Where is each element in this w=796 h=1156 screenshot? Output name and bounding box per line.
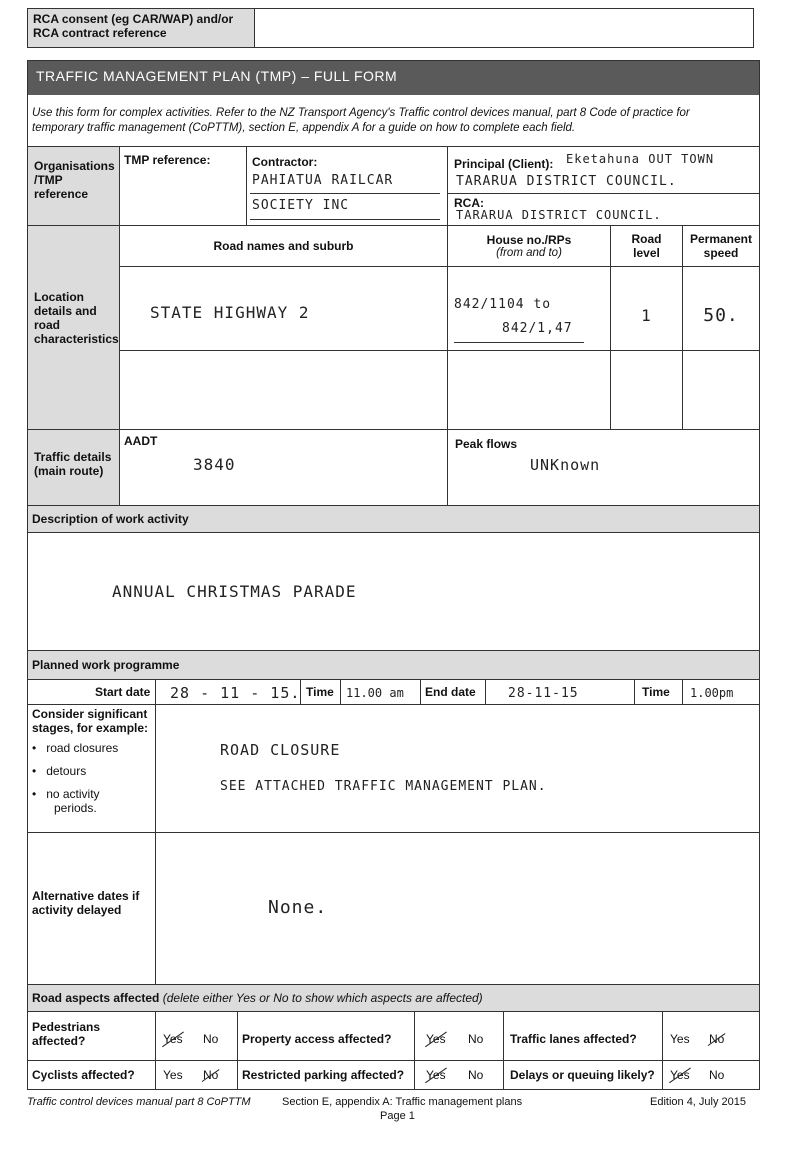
stages-value-line2[interactable]: SEE ATTACHED TRAFFIC MANAGEMENT PLAN. [220,779,547,794]
end-date-value[interactable]: 28-11-15 [508,686,579,701]
rca-consent-label-cell: RCA consent (eg CAR/WAP) and/or RCA cont… [27,8,255,48]
rca-consent-label-line1: RCA consent (eg CAR/WAP) and/or [33,12,234,26]
road-name-value[interactable]: STATE HIGHWAY 2 [150,303,310,322]
road-names-header: Road names and suburb [213,239,354,253]
location-label-cell: Location details and road characteristic… [28,226,119,429]
end-date-label: End date [425,685,476,699]
aspects-header: Road aspects affected (delete either Yes… [28,985,759,1011]
stages-label-line1: Consider significant [32,707,148,721]
pedestrians-yes[interactable]: Yes [163,1032,183,1046]
form-intro-line1: Use this form for complex activities. Re… [32,107,690,119]
contractor-value-line2[interactable]: SOCIETY INC [252,198,350,213]
description-header: Description of work activity [28,506,759,532]
tmp-form-frame [27,60,760,1090]
rp-from-value[interactable]: 842/1104 to [454,297,552,312]
permanent-speed-value[interactable]: 50. [703,304,739,326]
org-label-cell: Organisations /TMP reference [28,147,119,225]
form-intro-line2: temporary traffic management (CoPTTM), s… [32,122,576,134]
road-level-value[interactable]: 1 [641,305,652,325]
start-time-label: Time [306,685,334,699]
form-title: TRAFFIC MANAGEMENT PLAN (TMP) – FULL FOR… [36,68,398,84]
peak-flows-label: Peak flows [455,437,518,451]
aadt-label: AADT [124,434,158,448]
traffic-lanes-yes[interactable]: Yes [670,1032,690,1046]
traffic-lanes-no[interactable]: No [709,1032,725,1046]
delays-label: Delays or queuing likely? [510,1068,655,1082]
end-time-value[interactable]: 1.00pm [690,686,734,700]
alt-dates-label-cell: Alternative dates if activity delayed [32,889,140,917]
pedestrians-label: Pedestrians affected? [32,1020,101,1048]
rp-to-value[interactable]: 842/1,47 [502,321,573,336]
house-no-header: House no./RPs (from and to) [486,233,572,259]
rca-consent-label-line2: RCA contract reference [33,26,167,40]
rca-consent-value-cell[interactable] [254,8,754,48]
rca-value[interactable]: TARARUA DISTRICT COUNCIL. [456,208,662,222]
start-date-label: Start date [95,685,151,699]
cyclists-no[interactable]: No [203,1068,219,1082]
traffic-lanes-label: Traffic lanes affected? [510,1032,637,1046]
description-value[interactable]: ANNUAL CHRISTMAS PARADE [112,582,357,601]
peak-flows-value[interactable]: UNKnown [530,456,601,474]
alt-dates-value[interactable]: None. [268,897,328,918]
road-level-header: Road level [631,232,662,260]
rca-label: RCA: [454,196,484,210]
cyclists-label: Cyclists affected? [32,1068,135,1082]
delays-no[interactable]: No [709,1068,725,1082]
stages-bullet-no-activity: • no activity [32,787,100,801]
property-access-no[interactable]: No [468,1032,484,1046]
stages-label-line2: stages, for example: [32,721,149,735]
stages-value-line1[interactable]: ROAD CLOSURE [220,741,341,759]
footer-mid: Section E, appendix A: Traffic managemen… [282,1096,523,1108]
end-time-label: Time [642,685,670,699]
contractor-label: Contractor: [252,155,318,169]
restricted-parking-yes[interactable]: Yes [426,1068,446,1082]
form-intro: Use this form for complex activities. Re… [32,106,756,136]
restricted-parking-label: Restricted parking affected? [242,1068,405,1082]
tmp-reference-label: TMP reference: [124,153,211,167]
form-title-bar: TRAFFIC MANAGEMENT PLAN (TMP) – FULL FOR… [28,61,759,95]
start-time-value[interactable]: 11.00 am [346,686,404,700]
contractor-value-line1[interactable]: PAHIATUA RAILCAR [252,173,394,188]
start-date-value[interactable]: 28 - 11 - 15. [170,684,301,702]
restricted-parking-no[interactable]: No [468,1068,484,1082]
permanent-speed-header: Permanent speed [689,232,753,260]
footer-right: Edition 4, July 2015 [650,1096,747,1108]
traffic-label-cell: Traffic details (main route) [28,430,119,505]
stages-bullet-road-closures: • road closures [32,741,119,755]
principal-value-line2[interactable]: TARARUA DISTRICT COUNCIL. [456,174,677,189]
stages-label-cell: Consider significant stages, for example… [32,707,154,815]
property-access-yes[interactable]: Yes [426,1032,446,1046]
pedestrians-no[interactable]: No [203,1032,219,1046]
programme-header: Planned work programme [28,651,759,679]
principal-value-line1[interactable]: Eketahuna OUT TOWN [566,152,715,166]
stages-bullet-detours: • detours [32,764,87,778]
delays-yes[interactable]: Yes [670,1068,690,1082]
footer-page: Page 1 [380,1110,415,1122]
cyclists-yes[interactable]: Yes [163,1068,183,1082]
footer-left: Traffic control devices manual part 8 Co… [27,1096,251,1108]
principal-label: Principal (Client): [454,157,554,171]
property-access-label: Property access affected? [242,1032,392,1046]
aadt-value[interactable]: 3840 [193,455,236,474]
